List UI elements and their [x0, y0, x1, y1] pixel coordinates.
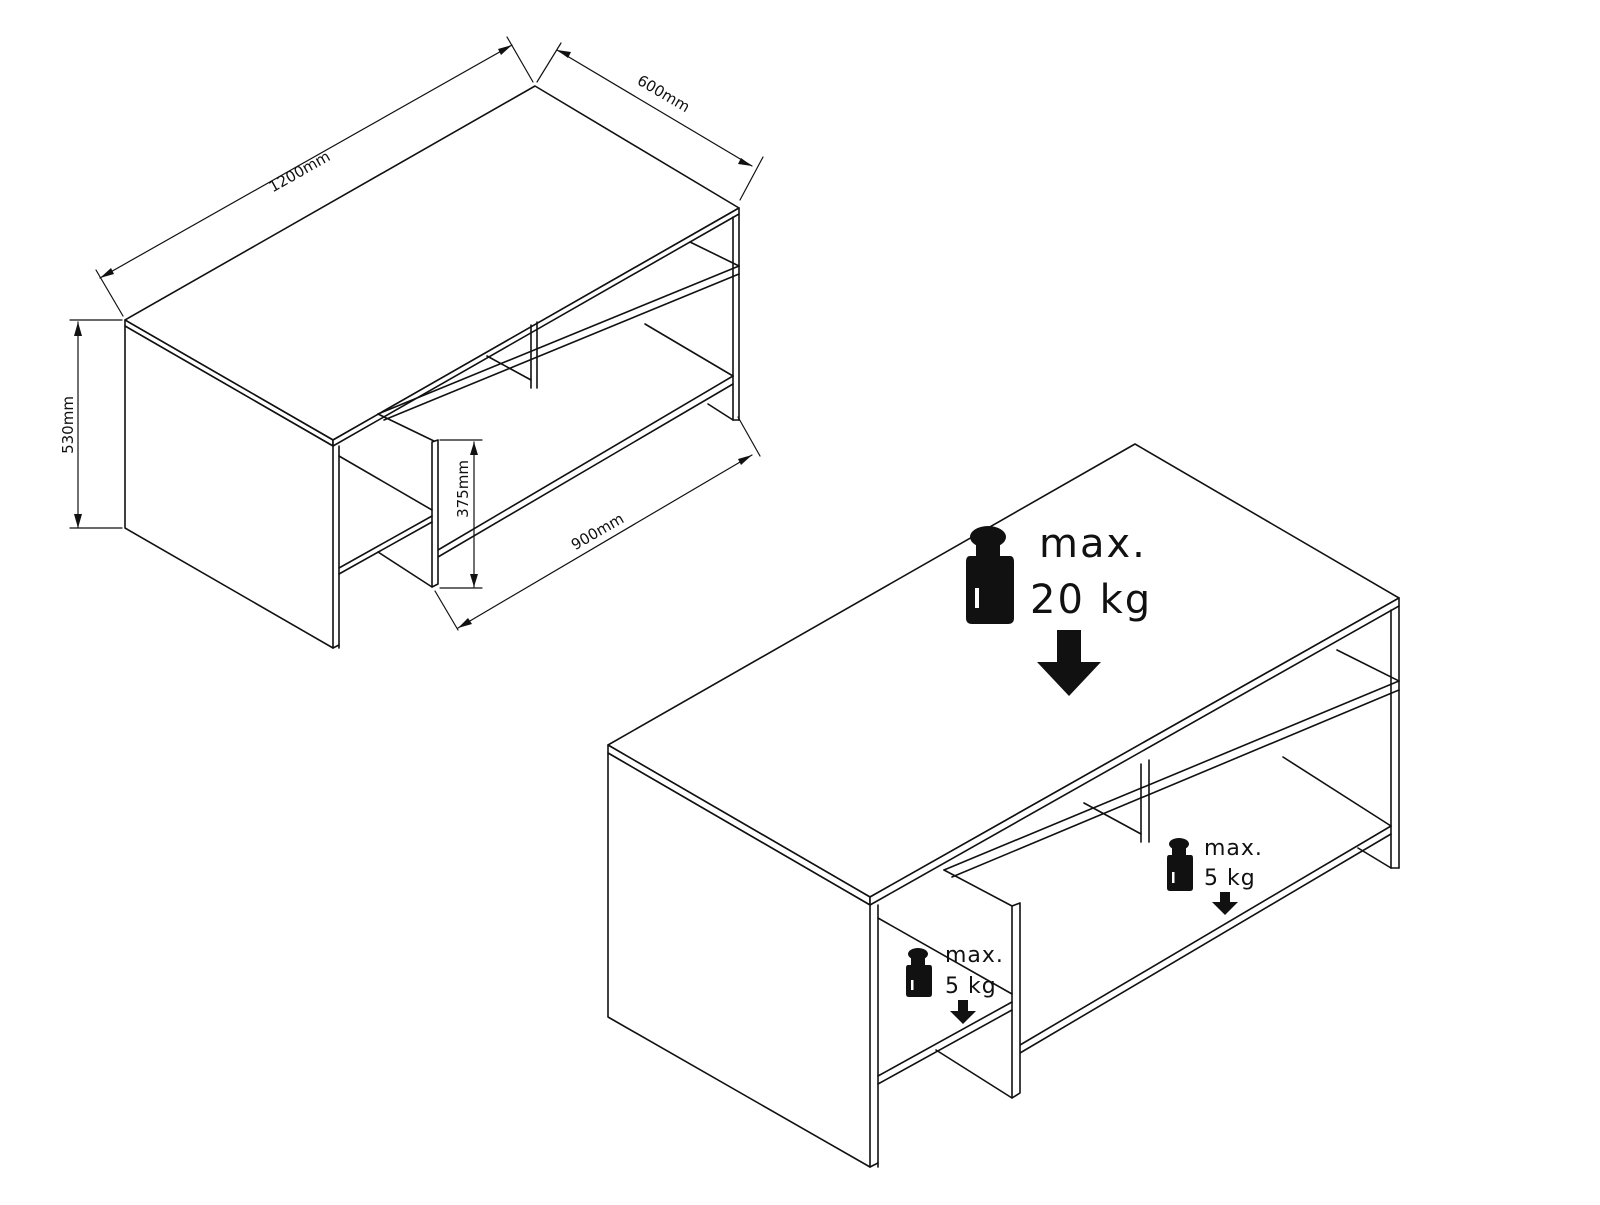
upper-shelf-back-edge [689, 241, 740, 267]
down-arrow-icon [1037, 630, 1101, 696]
load-upper-shelf-front-lower [951, 689, 1400, 878]
load-side-shelf-front [877, 1001, 1013, 1077]
right-panel-foot [707, 403, 734, 421]
dimension-shelf-height: 375mm [439, 439, 483, 589]
load-divider-foot [1083, 802, 1142, 835]
load-top-max-label: max. [1039, 521, 1147, 567]
load-shelf-side-max-label: max. [945, 943, 1004, 968]
dimension-height-label: 530mm [59, 396, 77, 454]
load-top: max. 20 kg [966, 521, 1152, 696]
inner-vertical-panel [431, 439, 439, 588]
down-arrow-icon [950, 1000, 976, 1024]
down-arrow-icon [1212, 892, 1238, 915]
load-top-weight-label: 20 kg [1030, 577, 1152, 623]
upper-shelf-side [377, 413, 437, 443]
load-upper-shelf-front [943, 680, 1400, 871]
load-lower-shelf-back [1282, 756, 1392, 827]
weight-icon [906, 948, 932, 997]
load-upper-shelf-back-edge [1336, 649, 1400, 682]
dimension-height: 530mm [59, 319, 123, 529]
dimension-shelf-height-label: 375mm [454, 460, 472, 518]
dimension-shelf-length-label: 900mm [568, 509, 627, 554]
table-dimension-drawing: 1200mm 600mm 530mm 375mm [59, 36, 764, 649]
load-inner-vertical-panel [1011, 902, 1021, 1099]
load-left-panel-foot [869, 1162, 879, 1168]
load-side-shelf-top [877, 917, 1013, 995]
weight-icon [966, 526, 1014, 624]
load-shelf-side: max. 5 kg [906, 943, 1004, 1024]
load-shelf-back-max-label: max. [1204, 836, 1263, 861]
left-panel-foot [332, 644, 340, 649]
load-upper-shelf-side [943, 869, 1013, 907]
lower-shelf-front-lower [437, 383, 734, 558]
side-shelf-top [338, 455, 433, 511]
load-lower-shelf-front-lower [1019, 833, 1392, 1054]
table-load-drawing: max. 20 kg max. 5 kg max. [607, 443, 1400, 1168]
weight-icon [1167, 838, 1193, 891]
load-shelf-back: max. 5 kg [1167, 836, 1263, 915]
divider-foot [486, 355, 532, 381]
lower-shelf-front [437, 375, 734, 551]
load-side-shelf-base [935, 1049, 1013, 1099]
load-right-panel-foot [1357, 847, 1392, 869]
side-shelf-base [377, 551, 433, 588]
dimension-length-label: 1200mm [266, 147, 334, 196]
load-side-shelf-front-lower [877, 1009, 1013, 1085]
load-shelf-side-weight-label: 5 kg [945, 974, 997, 999]
lower-shelf-back [644, 323, 734, 377]
upper-shelf-front-lower [383, 273, 740, 421]
load-shelf-back-weight-label: 5 kg [1204, 866, 1256, 891]
dimension-depth-label: 600mm [634, 71, 693, 116]
upper-shelf-front [377, 265, 740, 415]
side-shelf-front [338, 515, 433, 569]
load-lower-shelf-front [1019, 825, 1392, 1046]
side-shelf-front-lower [338, 521, 433, 575]
